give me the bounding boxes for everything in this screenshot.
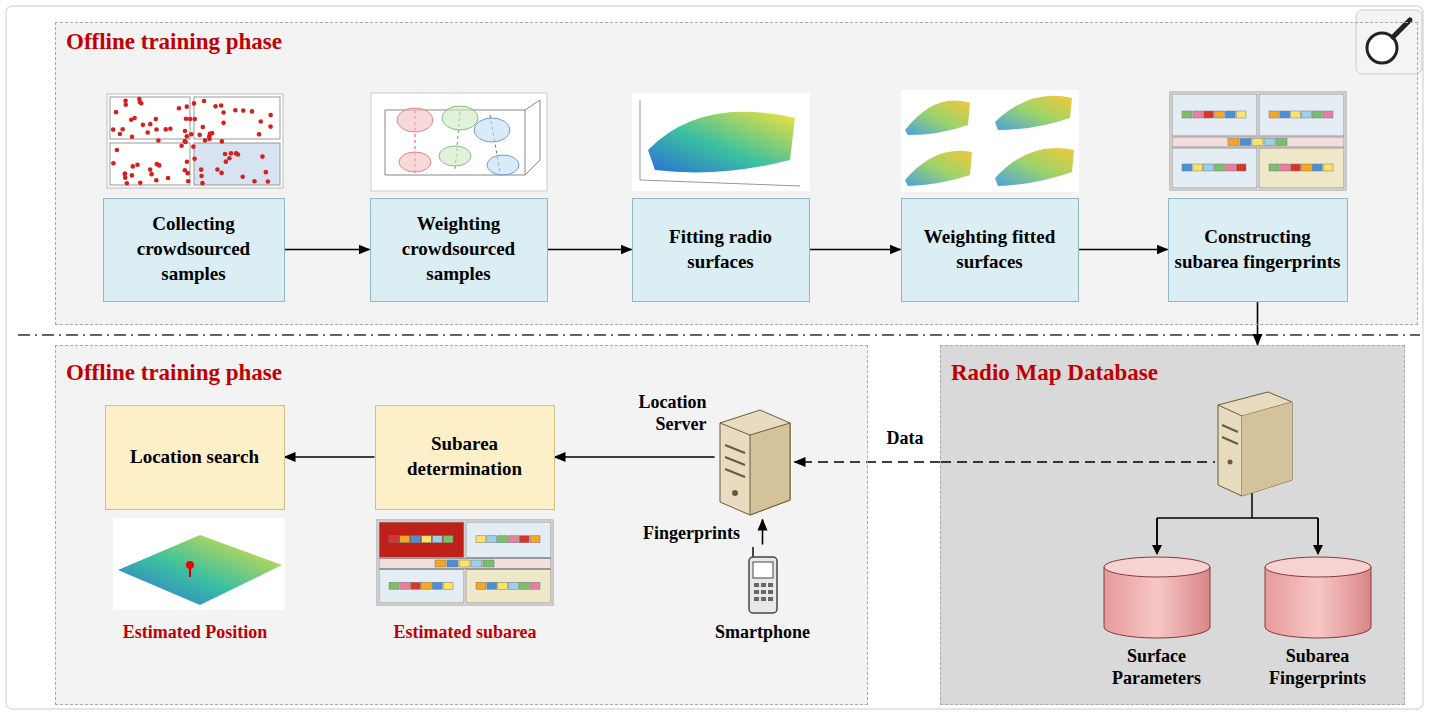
process-box: Constructing subarea fingerprints [1168,198,1348,302]
process-box: Location search [105,405,285,510]
process-box: Fitting radio surfaces [632,198,810,302]
flow-arrow [810,249,901,251]
process-box: Subarea determination [375,405,555,510]
database-panel: Radio Map DatabaseSurface ParametersSuba… [940,345,1405,705]
edge-label: Fingerprints [643,523,740,544]
flow-arrow [1257,302,1259,346]
box-label: Fitting radio surfaces [639,225,803,274]
flow-arrow [548,249,632,251]
edge-label: Data [887,428,924,449]
flow-arrow [762,520,764,545]
box-label: Location search [130,445,259,470]
icon-label: Surface Parameters [1087,645,1227,690]
icon-label: Smartphone [693,621,833,644]
box-label: Collecting crowdsourced samples [110,212,278,286]
panel-heading: Offline training phase [66,29,282,55]
process-box: Weighting fitted surfaces [901,198,1079,302]
result-label: Estimated subarea [393,622,536,643]
panel-heading: Offline training phase [66,360,282,386]
flow-arrow [1079,249,1168,251]
box-label: Weighting fitted surfaces [908,225,1072,274]
flow-arrow [285,249,370,251]
icon-label: Location Server [603,391,707,436]
flow-arrow [285,456,375,458]
phase-panel: Offline training phaseCollecting crowdso… [55,22,1418,325]
database-cylinder: Subarea Fingerprints [1263,555,1373,640]
panel-heading: Radio Map Database [951,360,1158,386]
flow-arrow [555,456,715,458]
smartphone-icon: Smartphone [745,545,781,615]
result-label: Estimated Position [123,622,268,643]
box-label: Constructing subarea fingerprints [1175,225,1341,274]
process-box: Collecting crowdsourced samples [103,198,285,302]
phase-panel: Offline training phaseLocation search Sub… [55,345,868,705]
box-label: Weighting crowdsourced samples [377,212,541,286]
process-box: Weighting crowdsourced samples [370,198,548,302]
icon-label: Subarea Fingerprints [1248,645,1388,690]
server-icon: Location Server [715,405,795,520]
box-label: Subarea determination [382,432,548,481]
database-cylinder: Surface Parameters [1102,555,1212,640]
